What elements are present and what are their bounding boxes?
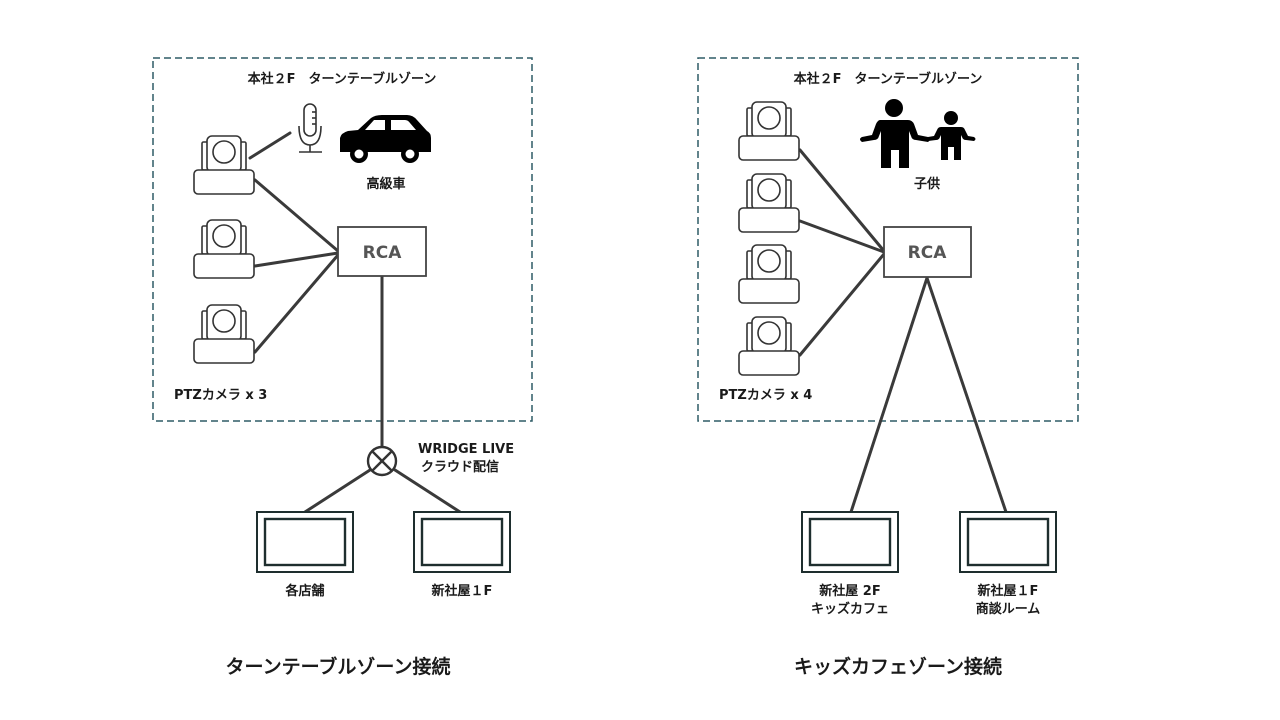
microphone-icon xyxy=(298,103,322,153)
monitor-label: 各店舗 xyxy=(284,583,324,599)
right-caption: キッズカフェゾーン接続 xyxy=(794,655,1002,678)
cloud-label-line1: WRIDGE LIVE xyxy=(418,442,514,457)
cloud-distribution-node-icon xyxy=(366,445,398,477)
adult-child-icon xyxy=(860,99,976,168)
wire-rca-to-monitor1 xyxy=(849,276,929,514)
monitor-sublabel: 商談ルーム xyxy=(976,601,1041,617)
car-label: 高級車 xyxy=(366,176,405,192)
kids-label: 子供 xyxy=(914,176,940,192)
monitor-icon xyxy=(412,510,512,574)
wire-cloud-to-monitor1 xyxy=(303,468,372,514)
monitor-label: 新社屋 2F xyxy=(819,583,880,599)
right-rca-box xyxy=(883,226,972,278)
cloud-label-line2: クラウド配信 xyxy=(421,459,499,475)
ptz-camera-icon xyxy=(193,135,255,195)
ptz-camera-icon xyxy=(738,101,800,161)
right-rca-label: RCA xyxy=(908,243,948,263)
right-zone-title: 本社２F ターンテーブルゾーン xyxy=(794,71,983,87)
right-zone-boundary xyxy=(697,57,1079,422)
monitor-icon xyxy=(800,510,900,574)
right-diagram: 本社２F ターンテーブルゾーン PTZカメラ x 4 子供 RCA 新社屋 2F… xyxy=(697,57,1079,678)
left-caption: ターンテーブルゾーン接続 xyxy=(226,655,451,678)
ptz-camera-icon xyxy=(738,244,800,304)
wire-cloud-to-monitor2 xyxy=(393,468,462,514)
wire-camera3-to-rca xyxy=(253,253,340,354)
left-diagram: 本社２F ターンテーブルゾーン PTZカメラ x 3 xyxy=(152,57,533,678)
wire-camera1-to-rca xyxy=(253,178,340,253)
monitor-icon xyxy=(958,510,1058,574)
ptz-camera-icon xyxy=(738,316,800,376)
wire-camera2-to-rca xyxy=(798,219,886,254)
left-camera-label: PTZカメラ x 3 xyxy=(174,388,267,403)
car-icon xyxy=(340,115,431,163)
ptz-camera-icon xyxy=(193,219,255,279)
monitor-label: 新社屋１F xyxy=(432,583,493,599)
left-rca-label: RCA xyxy=(363,243,403,263)
monitor-label: 新社屋１F xyxy=(978,583,1039,599)
ptz-camera-icon xyxy=(738,173,800,233)
left-rca-box xyxy=(337,226,427,277)
wire-camera2-to-rca xyxy=(253,251,340,268)
wire-rca-to-monitor2 xyxy=(925,276,1008,514)
monitor-icon xyxy=(255,510,355,574)
wire-camera1-to-rca xyxy=(798,148,886,253)
right-camera-label: PTZカメラ x 4 xyxy=(719,388,812,403)
ptz-camera-icon xyxy=(193,304,255,364)
monitor-sublabel: キッズカフェ xyxy=(811,601,889,617)
left-zone-title: 本社２F ターンテーブルゾーン xyxy=(248,71,437,87)
wire-camera-to-mic xyxy=(248,131,292,160)
left-zone-boundary xyxy=(152,57,533,422)
wire-camera4-to-rca xyxy=(798,252,886,357)
